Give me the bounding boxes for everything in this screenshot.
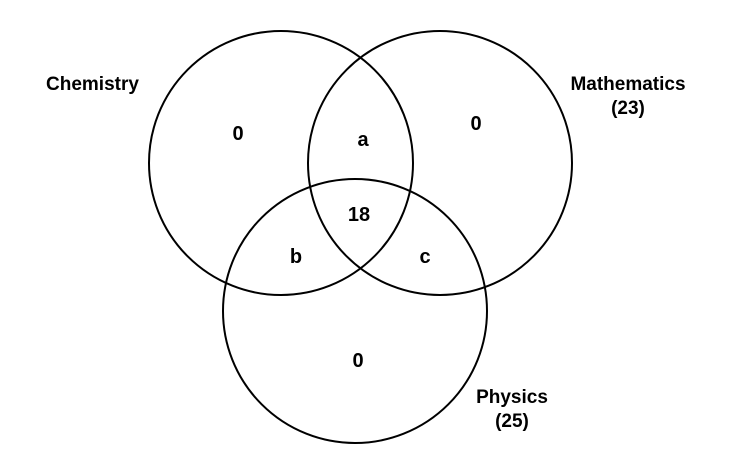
region-mathematics-only: 0 (470, 113, 482, 135)
mathematics-name: Mathematics (570, 74, 686, 95)
region-mathematics-physics: c (419, 246, 431, 268)
region-chemistry-mathematics: a (357, 129, 369, 151)
region-chemistry-physics: b (289, 246, 303, 268)
physics-circle (222, 178, 488, 444)
chemistry-circle (148, 30, 414, 296)
region-chemistry-only: 0 (232, 123, 244, 145)
mathematics-count: (23) (611, 98, 645, 119)
physics-name: Physics (476, 387, 548, 408)
physics-label: Physics (25) (466, 386, 558, 434)
mathematics-label: Mathematics (23) (557, 73, 699, 121)
mathematics-circle (307, 30, 573, 296)
physics-count: (25) (495, 411, 529, 432)
chemistry-label: Chemistry (46, 73, 139, 97)
region-all-three: 18 (347, 204, 371, 226)
chemistry-name: Chemistry (46, 74, 139, 95)
region-physics-only: 0 (352, 350, 364, 372)
